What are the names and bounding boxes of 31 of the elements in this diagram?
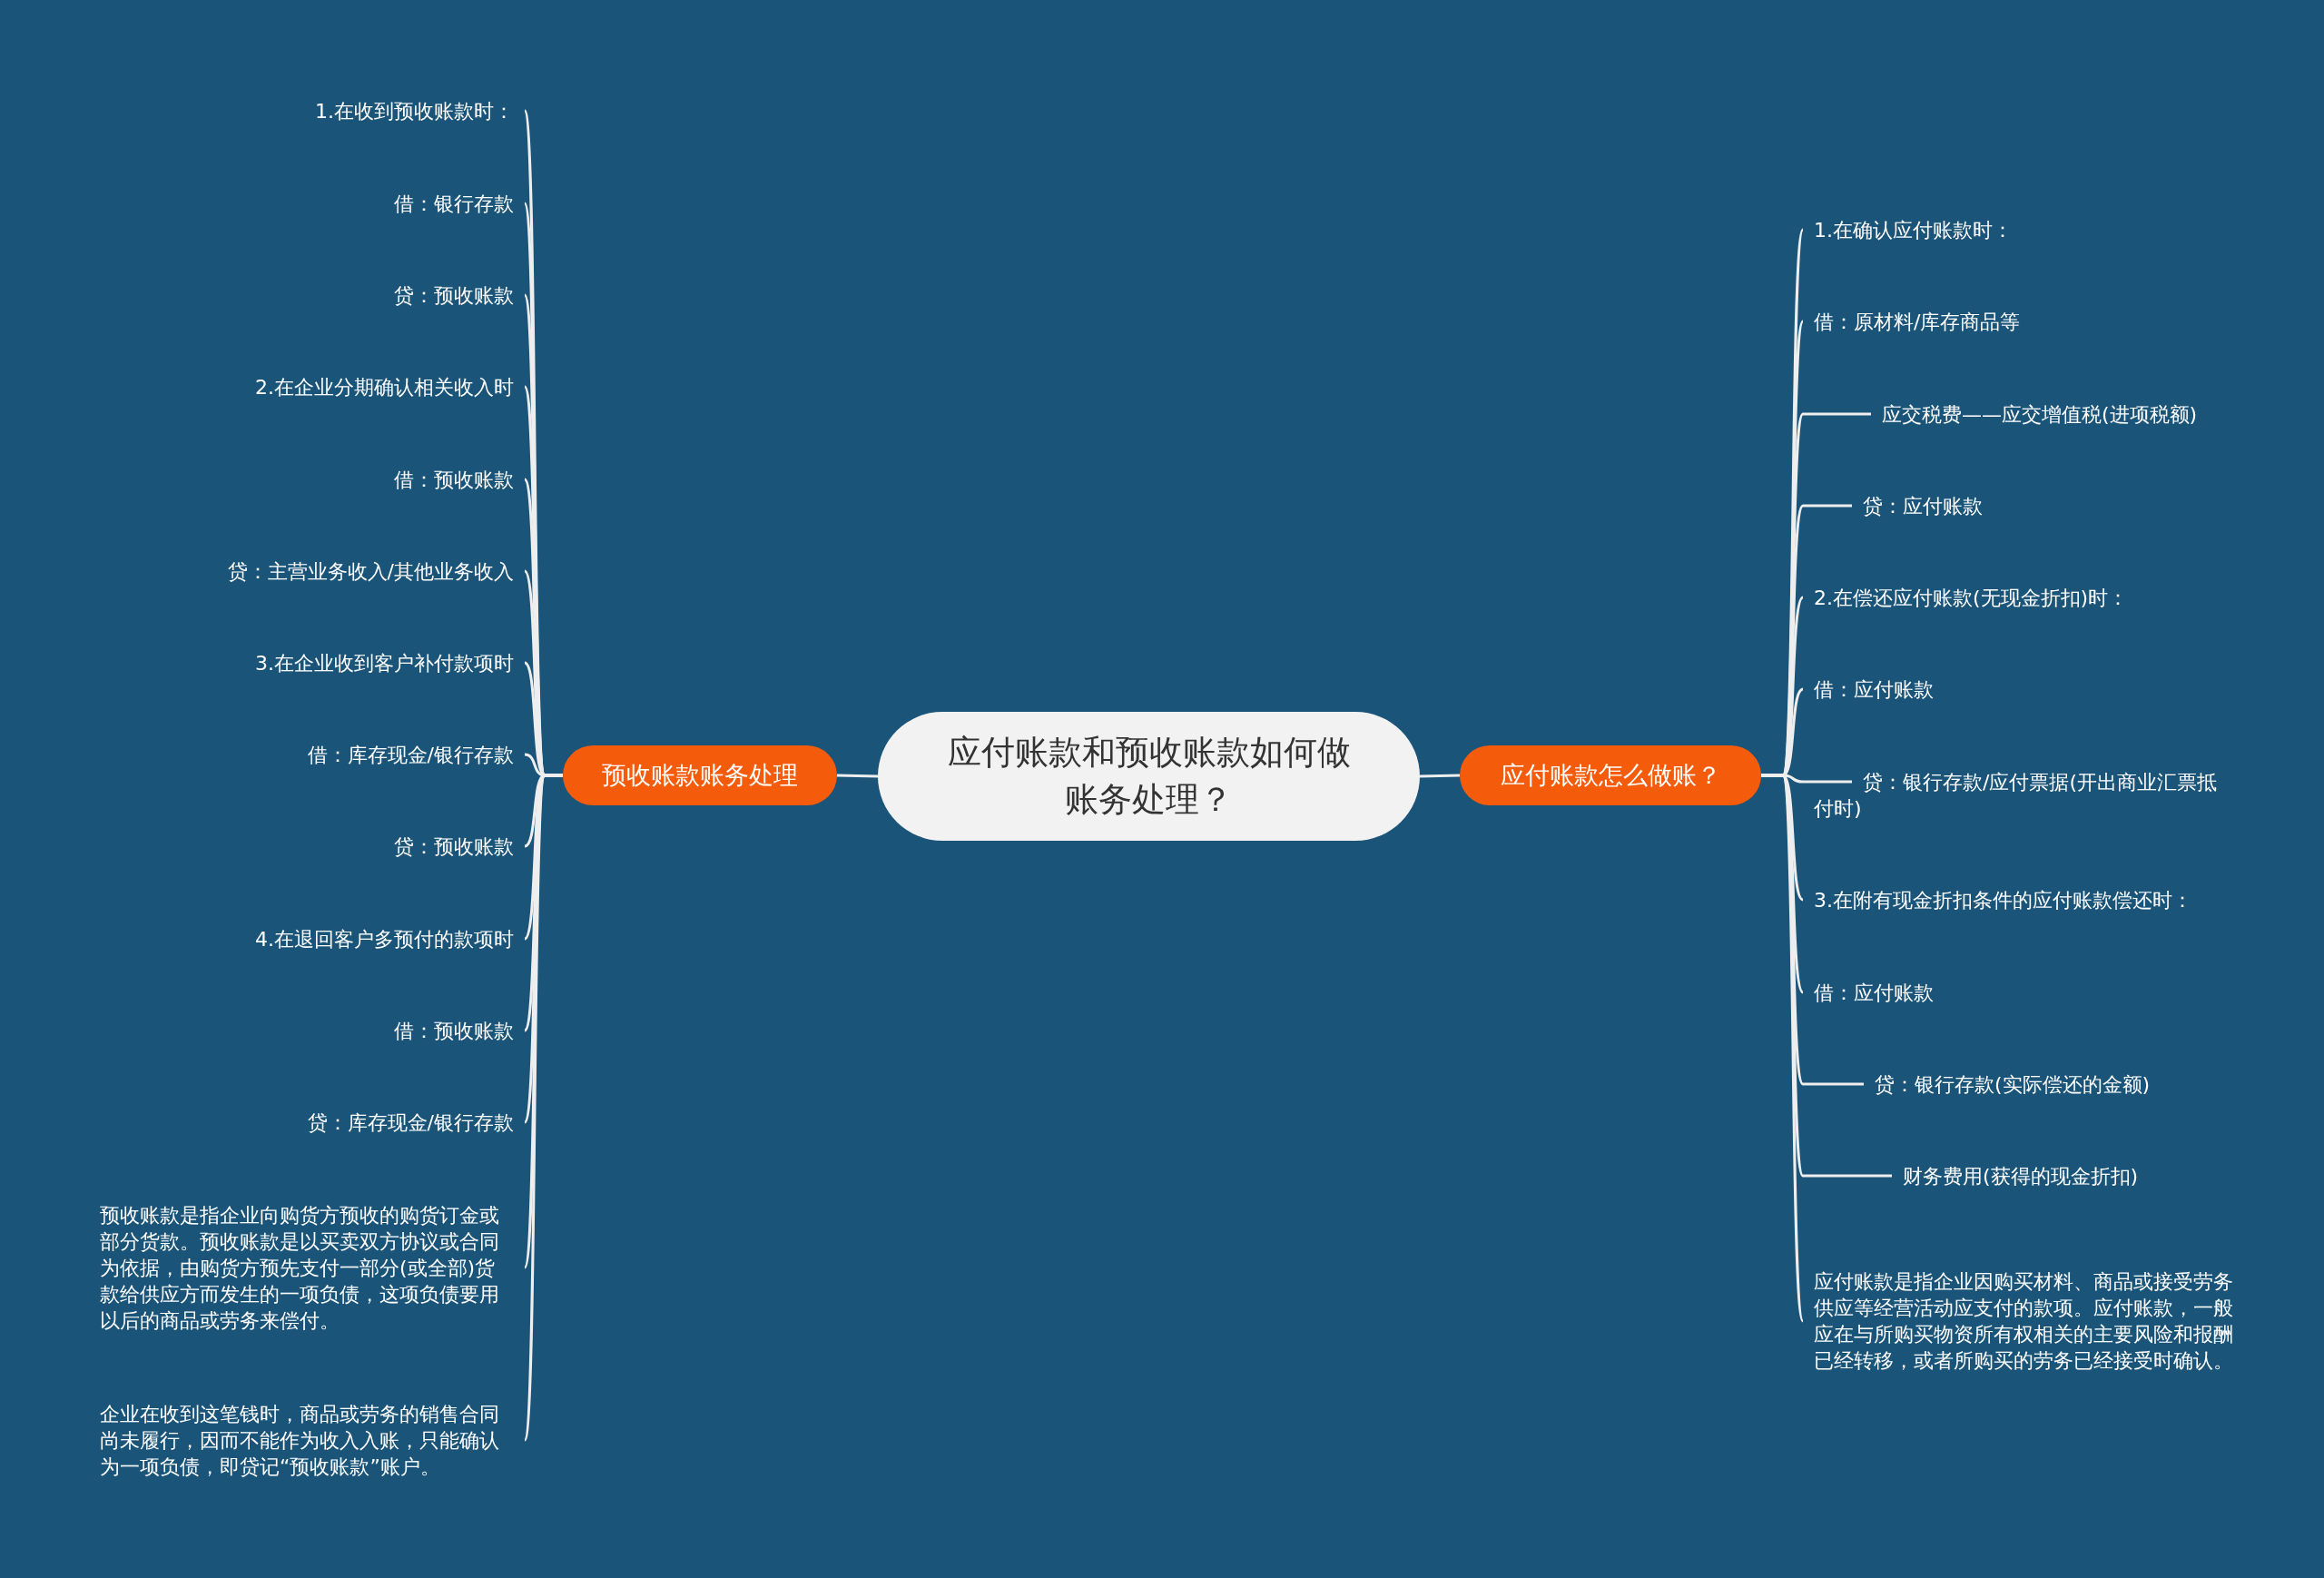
topic-text: 贷：银行存款(实际偿还的金额)	[1866, 1070, 2235, 1098]
description-text: 预收账款是指企业向购货方预收的购货订金或部分货款。预收账款是以买卖双方协议或合同为依据，由购货方预先支付一部分(或全部)货款给供应方而发生的一项负债，这项负债要用以后的商品或劳务来偿付。	[91, 1201, 523, 1334]
topic-text: 财务费用(获得的现金折扣)	[1894, 1162, 2235, 1189]
topic-text: 贷：库存现金/银行存款	[91, 1109, 523, 1136]
topic-text: 贷：银行存款/应付票据(开出商业汇票抵付时)	[1805, 769, 2224, 822]
topic-text: 2.在偿还应付账款(无现金折扣)时：	[1805, 584, 2235, 611]
topic-text: 4.在退回客户多预付的款项时	[91, 925, 523, 952]
description-text: 应付账款是指企业因购买材料、商品或接受劳务供应等经营活动应支付的款项。应付账款，一般应在与所购买物资所有权相关的主要风险和报酬已经转移，或者所购买的劳务已经接受时确认。	[1805, 1268, 2235, 1374]
topic-text: 3.在企业收到客户补付款项时	[91, 649, 523, 676]
topic-text: 贷：预收账款	[91, 281, 523, 309]
topic-text: 1.在确认应付账款时：	[1805, 216, 2235, 243]
topic-text: 借：预收账款	[91, 1017, 523, 1044]
topic-text: 借：应付账款	[1805, 676, 2235, 703]
topic-text: 应交税费——应交增值税(进项税额)	[1873, 400, 2235, 428]
topic-text: 贷：主营业务收入/其他业务收入	[91, 557, 523, 585]
topic-text: 贷：应付账款	[1854, 492, 2235, 519]
topic-text: 贷：预收账款	[91, 833, 523, 860]
central-topic: 应付账款和预收账款如何做账务处理？	[878, 712, 1420, 841]
description-text: 企业在收到这笔钱时，商品或劳务的销售合同尚未履行，因而不能作为收入入账，只能确认为一项负债，即贷记“预收账款”账户。	[91, 1400, 523, 1480]
connector-line	[1419, 774, 1461, 778]
topic-text: 1.在收到预收账款时：	[91, 97, 523, 124]
topic-text: 借：库存现金/银行存款	[91, 741, 523, 768]
topic-text: 3.在附有现金折扣条件的应付账款偿还时：	[1805, 886, 2235, 913]
connector-line	[836, 774, 879, 778]
topic-text: 借：原材料/库存商品等	[1805, 308, 2235, 335]
branch-topic: 预收账款账务处理	[563, 745, 837, 805]
topic-text: 2.在企业分期确认相关收入时	[91, 373, 523, 400]
topic-text: 借：预收账款	[91, 466, 523, 493]
topic-text: 借：应付账款	[1805, 979, 2235, 1006]
branch-topic: 应付账款怎么做账？	[1460, 745, 1761, 805]
topic-text: 借：银行存款	[91, 190, 523, 217]
